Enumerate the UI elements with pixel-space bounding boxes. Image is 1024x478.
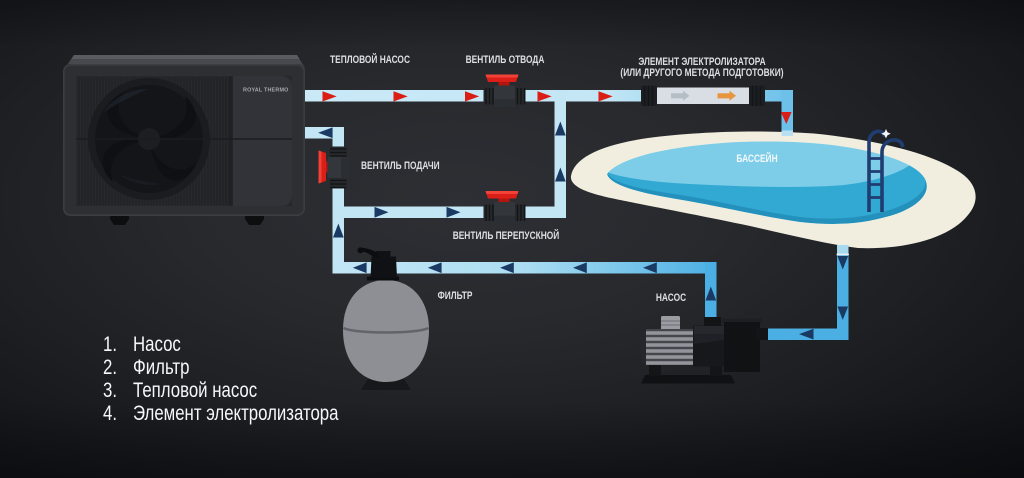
svg-text:ROYAL THERMO: ROYAL THERMO xyxy=(243,88,289,94)
